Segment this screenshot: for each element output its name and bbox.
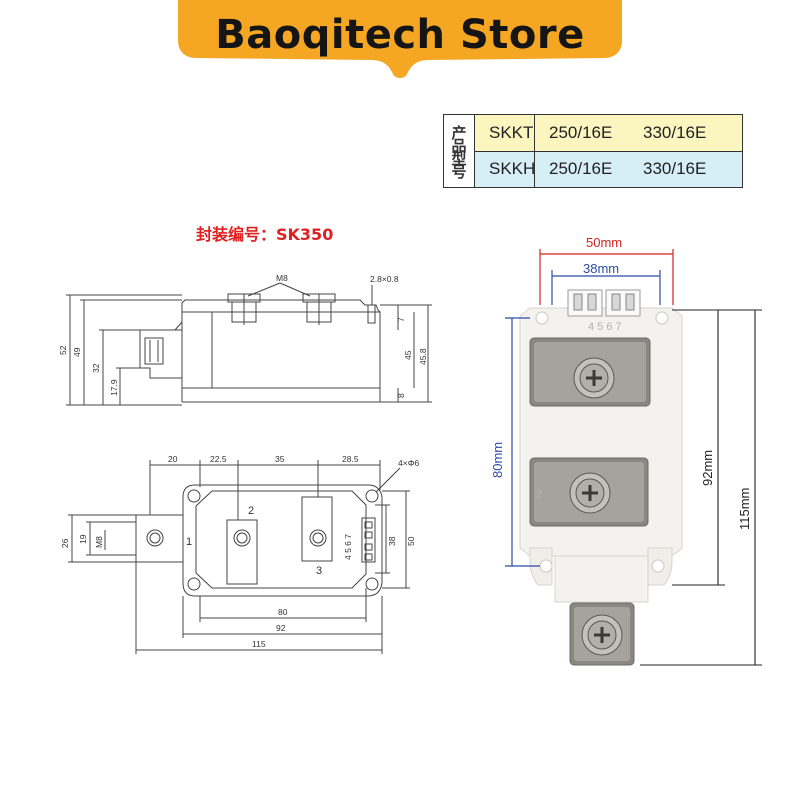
model-table-rows: SKKT 250/16E 330/16E SKKH 250/16E 330/16… [475, 115, 742, 187]
dim-label: 92 [276, 623, 286, 633]
side-view-drawing: M8 2.8×0.8 52 49 32 17.9 7 45 45.8 8 [58, 273, 432, 406]
dim-label: 35 [275, 454, 285, 464]
package-label: 封装编号：SK350 [196, 225, 334, 244]
dim-38mm: 38mm [583, 261, 619, 276]
dim-label: 45.8 [418, 348, 428, 365]
dim-92mm: 92mm [700, 450, 715, 486]
dim-label: 22.5 [210, 454, 227, 464]
dim-label: 45 [403, 350, 413, 360]
model-cell: 250/16E [549, 159, 613, 179]
terminal-label: 2 [536, 489, 542, 501]
series-cell: SKKH [475, 151, 535, 187]
series-cell: SKKT [475, 115, 535, 151]
dim-label: 7 [396, 317, 406, 322]
dim-label: 32 [91, 363, 101, 373]
dim-label: 52 [58, 345, 68, 355]
dim-label: 115 [252, 639, 266, 649]
dim-label: M8 [94, 536, 104, 548]
pin-labels: 4 5 6 7 [588, 321, 622, 333]
table-row: SKKT 250/16E 330/16E [475, 115, 742, 151]
dim-label: 50 [406, 536, 416, 546]
dim-label: 26 [60, 538, 70, 548]
dim-80mm: 80mm [490, 442, 505, 478]
store-banner [178, 0, 622, 78]
m8-label: M8 [276, 273, 288, 283]
product-photo: 4 5 6 7 2 50mm 38mm 80mm 92mm 115mm [490, 235, 762, 666]
model-table-header-text: 产品型号 [449, 125, 468, 177]
tab-size-label: 2.8×0.8 [370, 274, 399, 284]
table-row: SKKH 250/16E 330/16E [475, 150, 742, 187]
dim-50mm: 50mm [586, 235, 622, 250]
dim-label: 17.9 [109, 379, 119, 396]
aux-pin-labels: 4 5 6 7 [343, 534, 353, 560]
terminal-number: 3 [316, 565, 322, 577]
model-table-header: 产品型号 [444, 115, 475, 187]
terminal-number: 2 [248, 505, 254, 517]
terminal-number: 1 [186, 536, 192, 548]
model-cell: 250/16E [549, 122, 613, 142]
dim-label: 80 [278, 607, 288, 617]
dim-label: 38 [387, 536, 397, 546]
dim-label: 49 [72, 347, 82, 357]
dim-label: 19 [78, 534, 88, 544]
top-view-drawing: 20 22.5 35 28.5 4×Φ6 26 19 M8 38 50 80 9… [60, 454, 419, 654]
dim-label: 8 [396, 393, 406, 398]
dim-115mm: 115mm [737, 488, 752, 530]
model-cell: 330/16E [643, 159, 707, 179]
store-name: Baoqitech Store [215, 12, 585, 58]
dim-label: 20 [168, 454, 178, 464]
dim-label: 28.5 [342, 454, 359, 464]
model-table: 产品型号 SKKT 250/16E 330/16E SKKH 250/16E 3… [443, 114, 743, 188]
hole-note: 4×Φ6 [398, 458, 419, 468]
model-cell: 330/16E [643, 122, 707, 142]
